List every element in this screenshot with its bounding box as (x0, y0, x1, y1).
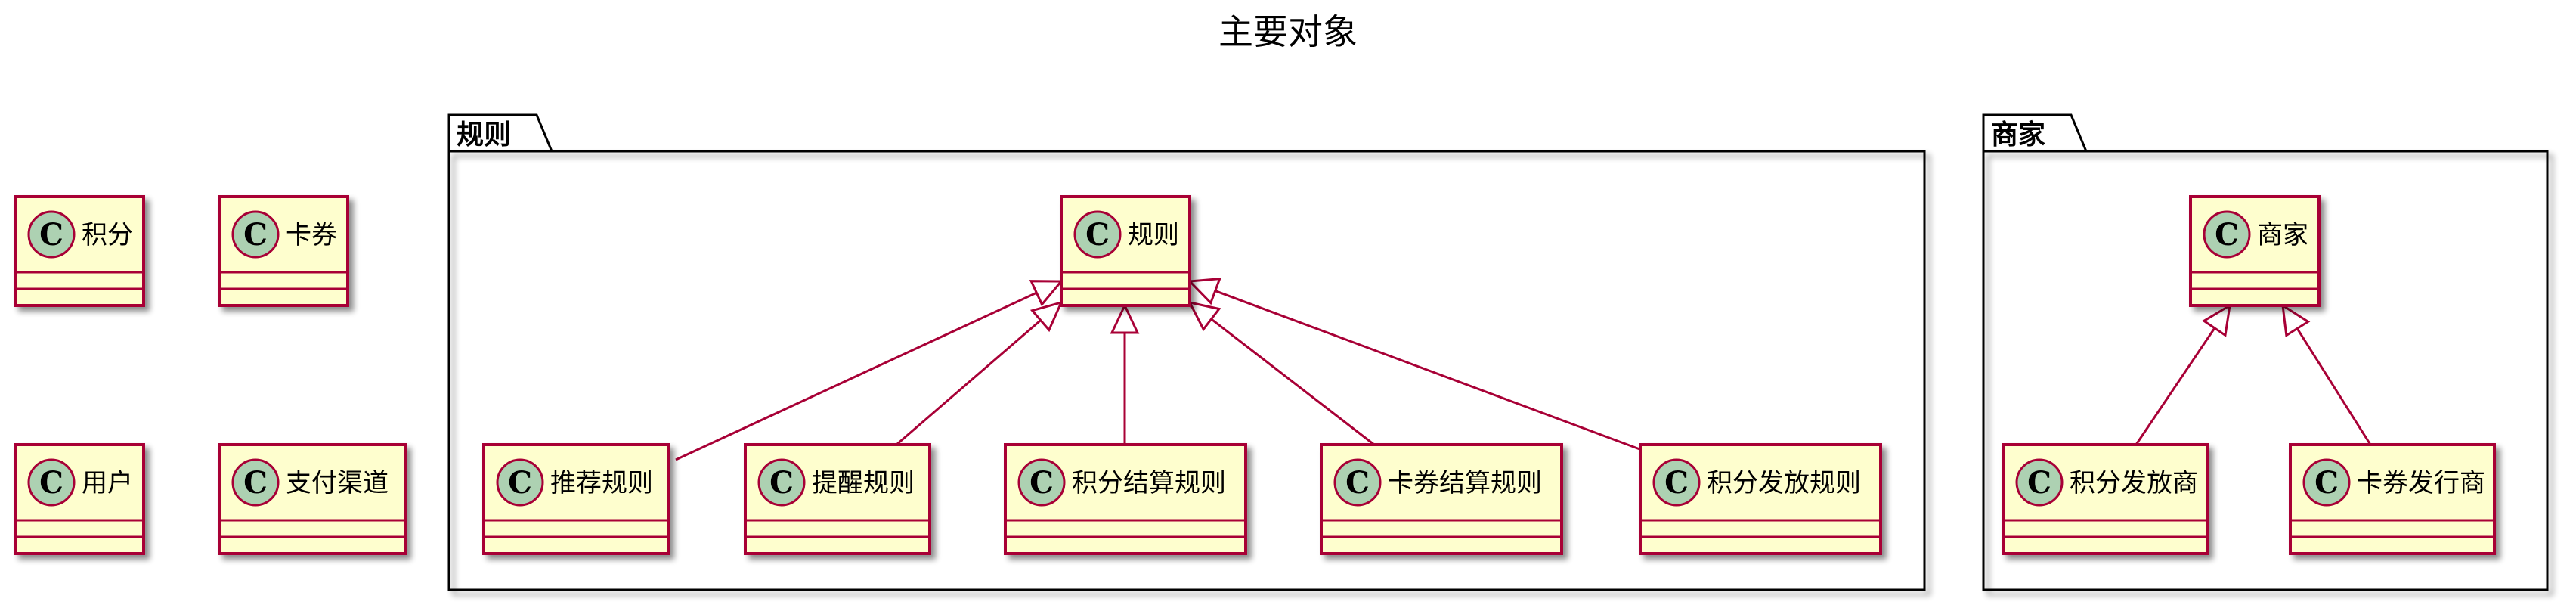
package-rules-label: 规则 (457, 119, 511, 150)
inheritance-arrowhead-icon (2201, 303, 2231, 337)
class-stereotype-letter: C (2027, 465, 2051, 501)
class-stereotype-letter: C (39, 465, 63, 501)
class-stereotype-letter: C (243, 217, 268, 253)
class-circle-icon (1073, 210, 1122, 259)
class-jifenfafang: C 积分发放规则 (1639, 443, 1882, 555)
extends-edge-jifenjiesuan (1110, 302, 1140, 445)
edge-line (896, 319, 1042, 446)
class-circle-icon (27, 210, 76, 259)
class-circle-icon (2302, 458, 2351, 507)
class-circle-icon (1017, 458, 1066, 507)
extends-edge-kaquanjiesuan (1187, 300, 1375, 446)
class-jifen: C 积分 (14, 195, 145, 307)
inheritance-arrowhead-icon (1029, 280, 1064, 307)
class-circle-icon (2015, 458, 2064, 507)
class-circle-icon (231, 210, 280, 259)
nodes-layer: C 积分 C 卡券 C 用户 C 支付渠道 C 规则 C 推荐规则 C 提醒规则 C 积分结算规则 C 卡券结算规… (14, 195, 2496, 555)
class-name: 积分 (82, 220, 133, 250)
edge-line (2296, 327, 2372, 445)
class-circle-icon (27, 458, 76, 507)
class-name: 用户 (82, 468, 133, 498)
extends-edge-tixing (896, 300, 1064, 446)
class-jifenjiesuan: C 积分结算规则 (1004, 443, 1247, 555)
class-stereotype-letter: C (243, 465, 268, 501)
class-stereotype-letter: C (1664, 465, 1689, 501)
package-merchant: 商家 (1982, 113, 2549, 591)
class-zhifuqudao: C 支付渠道 (218, 443, 407, 555)
edge-line (2135, 327, 2216, 445)
inheritance-arrowhead-icon (1187, 300, 1221, 332)
class-circle-icon (1652, 458, 1701, 507)
class-tuijian: C 推荐规则 (482, 443, 670, 555)
class-name: 卡券 (286, 220, 337, 250)
class-kaquan: C 卡券 (218, 195, 349, 307)
inheritance-arrowhead-icon (1110, 302, 1140, 334)
class-name: 商家 (2257, 220, 2308, 250)
class-stereotype-letter: C (769, 465, 794, 501)
diagram-title: 主要对象 (1218, 11, 1358, 52)
extends-edge-kaquanfaxingshang (2281, 303, 2372, 445)
class-tixing: C 提醒规则 (744, 443, 931, 555)
class-circle-icon (231, 458, 280, 507)
class-stereotype-letter: C (508, 465, 532, 501)
class-box (1004, 443, 1247, 555)
extends-edge-tuijian (675, 280, 1064, 461)
class-circle-icon (496, 458, 544, 507)
class-stereotype-letter: C (2314, 465, 2339, 501)
class-jifenfafangshang: C 积分发放商 (2002, 443, 2209, 555)
inheritance-arrowhead-icon (2281, 303, 2311, 338)
extends-edge-jifenfafang (1187, 277, 1649, 454)
class-circle-icon (2203, 210, 2251, 259)
class-guize: C 规则 (1060, 195, 1191, 307)
class-name: 积分发放规则 (1707, 468, 1861, 498)
edges-layer (675, 277, 2372, 461)
class-circle-icon (757, 458, 806, 507)
class-name: 规则 (1128, 220, 1179, 250)
class-name: 支付渠道 (286, 468, 389, 498)
edge-line (1215, 290, 1649, 454)
extends-edge-jifenfafangshang (2135, 303, 2231, 445)
class-kaquanfaxingshang: C 卡券发行商 (2289, 443, 2496, 555)
class-kaquanjiesuan: C 卡券结算规则 (1320, 443, 1563, 555)
class-name: 积分结算规则 (1072, 468, 1226, 498)
package-merchant-label: 商家 (1991, 119, 2045, 150)
class-shangjia: C 商家 (2189, 195, 2321, 307)
package-rules: 规则 (447, 113, 1926, 591)
inheritance-arrowhead-icon (1029, 300, 1064, 333)
class-stereotype-letter: C (1029, 465, 1054, 501)
class-stereotype-letter: C (2215, 217, 2239, 253)
class-yonghu: C 用户 (14, 443, 145, 555)
class-stereotype-letter: C (39, 217, 63, 253)
class-name: 推荐规则 (550, 468, 653, 498)
class-name: 积分发放商 (2070, 468, 2198, 498)
class-stereotype-letter: C (1345, 465, 1370, 501)
class-name: 提醒规则 (812, 468, 915, 498)
edge-line (675, 291, 1037, 461)
inheritance-arrowhead-icon (1187, 277, 1221, 306)
edge-line (1210, 318, 1375, 446)
class-name: 卡券发行商 (2357, 468, 2485, 498)
packages-layer: 规则 商家 (447, 113, 2549, 591)
class-stereotype-letter: C (1085, 217, 1110, 253)
class-name: 卡券结算规则 (1388, 468, 1542, 498)
class-circle-icon (1333, 458, 1382, 507)
